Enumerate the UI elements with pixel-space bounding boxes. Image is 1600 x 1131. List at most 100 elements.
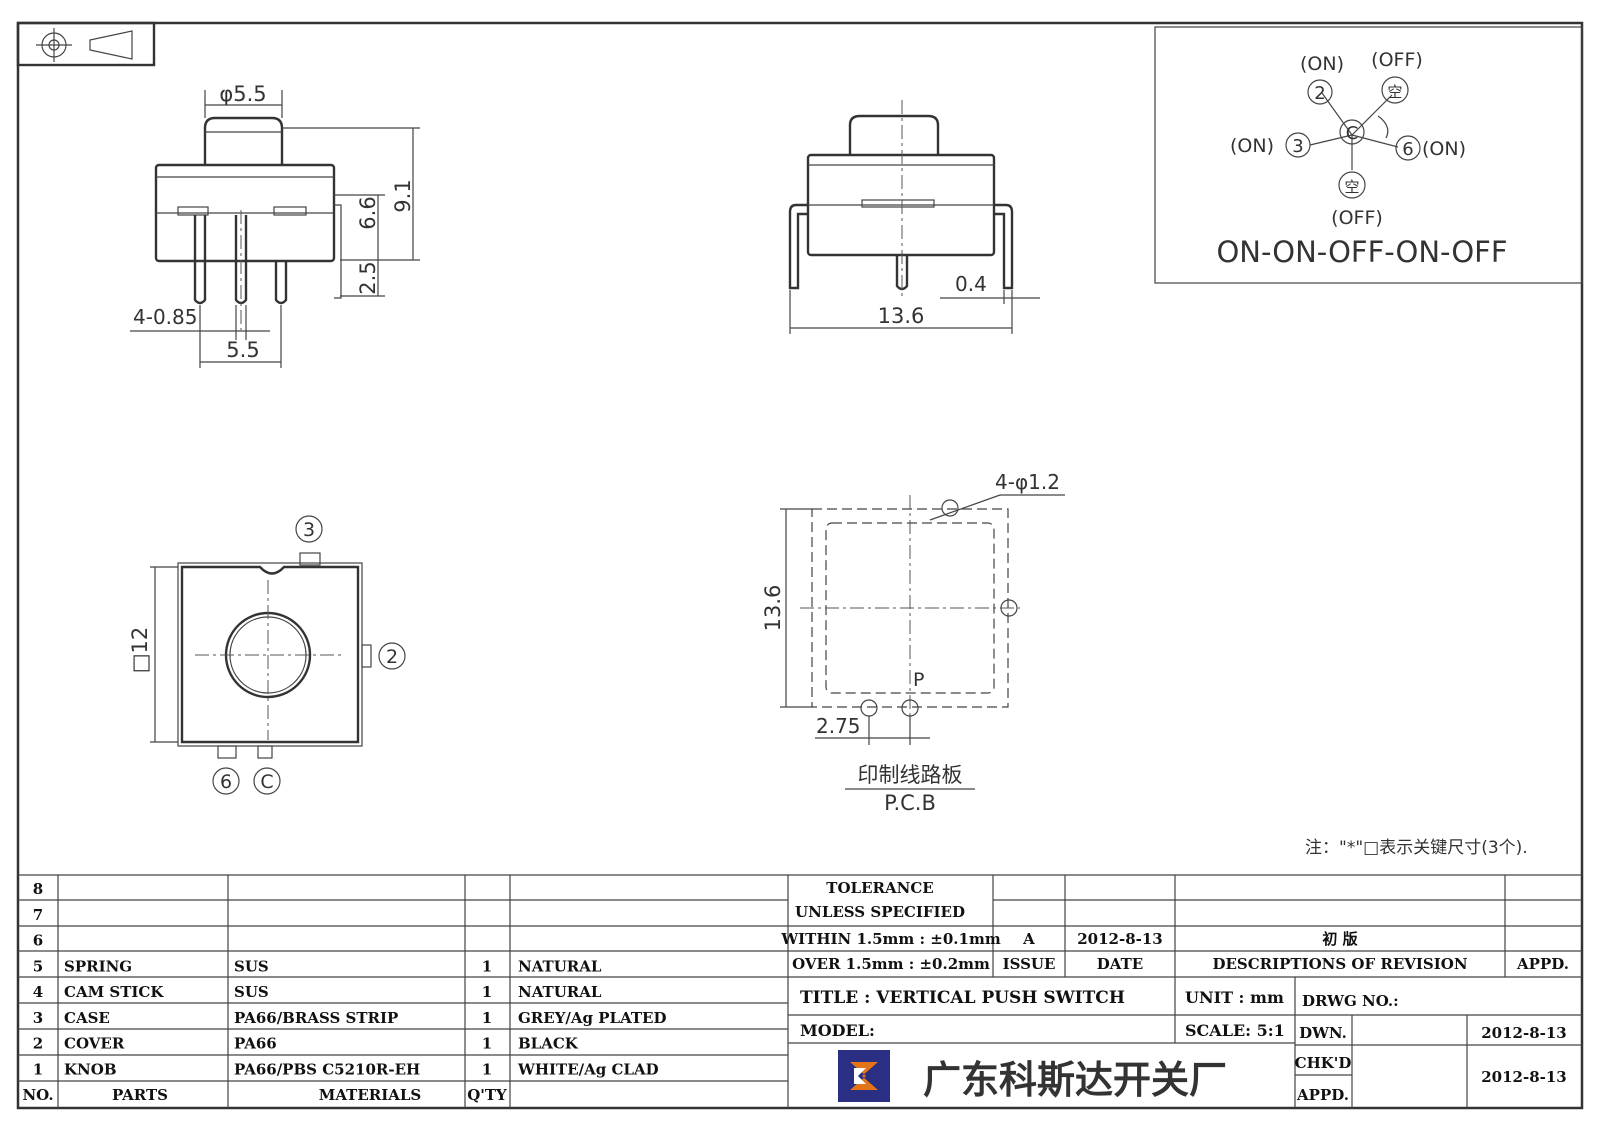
parts-table: [18, 874, 1582, 1108]
top-view: □12 3 2 6 C: [128, 515, 406, 795]
parts-cell-no: 5: [33, 957, 43, 975]
front-view: φ5.5 9.1 6.6 2.5 4-0.85 5.5: [130, 82, 420, 368]
schematic-kong-top: 空: [1387, 83, 1402, 101]
dim-pin-pitch: 5.5: [226, 338, 259, 362]
schematic-common: C: [1346, 123, 1359, 144]
parts-cell-no: 4: [33, 983, 43, 1001]
parts-header: NO. PARTS MATERIALS Q'TY: [22, 1086, 507, 1104]
key-dimension-note: 注："*"□表示关键尺寸(3个).: [1305, 838, 1528, 858]
pcb-label-cn: 印制线路板: [858, 763, 963, 787]
pin-label-c: C: [260, 771, 273, 793]
company-name: 广东科斯达开关厂: [923, 1058, 1227, 1102]
schematic-on-3: (ON): [1230, 135, 1274, 157]
parts-cell-finish: NATURAL: [518, 983, 602, 1001]
pin-label-6: 6: [220, 771, 232, 793]
schematic-n3: 3: [1292, 136, 1303, 157]
parts-cell-material: SUS: [234, 983, 269, 1001]
schematic-kong-bottom: 空: [1344, 178, 1359, 196]
drawing-unit: UNIT : mm: [1185, 988, 1284, 1007]
header-issue: ISSUE: [1003, 955, 1056, 973]
switch-schematic: C 2 空 3 6 空 (ON) (OFF) (ON) (ON) (OFF) O…: [1154, 26, 1583, 284]
side-view: 13.6 0.4: [788, 100, 1040, 334]
dim-pcb-offset: 2.75: [816, 714, 861, 738]
parts-cell-part: KNOB: [64, 1060, 117, 1078]
model-label: MODEL:: [800, 1021, 875, 1040]
parts-cell-qty: 1: [482, 957, 492, 975]
header-date: DATE: [1097, 955, 1143, 973]
parts-cell-part: CAM STICK: [64, 983, 164, 1001]
header-materials: MATERIALS: [319, 1086, 422, 1104]
tolerance-revision-block: TOLERANCE UNLESS SPECIFIED WITHIN 1.5mm …: [780, 875, 1582, 978]
parts-cell-qty: 1: [482, 1009, 492, 1027]
parts-cell-part: COVER: [64, 1035, 125, 1053]
dim-square: □12: [128, 627, 152, 674]
pcb-pin-p: P: [913, 669, 924, 691]
parts-cell-material: PA66/BRASS STRIP: [234, 1009, 398, 1027]
parts-cell-finish: WHITE/Ag CLAD: [517, 1060, 659, 1078]
parts-cell-no: 8: [33, 880, 43, 898]
parts-cell-finish: NATURAL: [518, 957, 602, 975]
dim-holes: 4-φ1.2: [995, 470, 1060, 494]
pin-label-2: 2: [386, 646, 398, 668]
dim-height-total: 9.1: [391, 179, 415, 212]
dim-height-body: 6.6: [356, 196, 380, 229]
drawn-label: DWN.: [1299, 1024, 1347, 1042]
parts-cell-material: PA66: [234, 1035, 277, 1053]
revision-issue: A: [1022, 930, 1035, 948]
schematic-on-6: (ON): [1422, 138, 1466, 160]
parts-cell-no: 2: [33, 1035, 43, 1053]
dim-pin-size: 4-0.85: [133, 305, 197, 329]
parts-cell-qty: 1: [482, 1060, 492, 1078]
sheet-border: [16, 21, 1584, 1110]
tolerance-title: TOLERANCE: [826, 879, 933, 897]
schematic-n6: 6: [1402, 139, 1413, 160]
parts-cell-part: SPRING: [64, 957, 132, 975]
parts-cell-finish: BLACK: [518, 1035, 579, 1053]
parts-cell-no: 7: [33, 906, 43, 924]
revision-date: 2012-8-13: [1077, 930, 1163, 948]
parts-cell-no: 3: [33, 1009, 43, 1027]
dim-pin-length: 2.5: [356, 261, 380, 294]
parts-cell-qty: 1: [482, 983, 492, 1001]
pin-label-3: 3: [303, 519, 315, 541]
approved-label: APPD.: [1296, 1086, 1349, 1104]
parts-cell-no: 1: [33, 1060, 43, 1078]
schematic-on-2: (ON): [1300, 53, 1344, 75]
header-parts: PARTS: [112, 1086, 168, 1104]
dim-pin-thickness: 0.4: [955, 272, 987, 296]
checked-date: 2012-8-13: [1481, 1068, 1567, 1086]
parts-cell-no: 6: [33, 932, 43, 950]
parts-cell-material: PA66/PBS C5210R-EH: [234, 1060, 420, 1078]
drawn-date: 2012-8-13: [1481, 1024, 1567, 1042]
schematic-n2: 2: [1314, 83, 1325, 104]
schematic-off-bottom: (OFF): [1331, 207, 1383, 229]
parts-cell-qty: 1: [482, 1035, 492, 1053]
tolerance-over: OVER 1.5mm : ±0.2mm: [792, 955, 990, 973]
projection-symbol: [16, 21, 156, 67]
header-descriptions: DESCRIPTIONS OF REVISION: [1212, 955, 1467, 973]
tolerance-subtitle: UNLESS SPECIFIED: [795, 903, 965, 921]
header-appd: APPD.: [1516, 955, 1569, 973]
schematic-off-top: (OFF): [1371, 49, 1423, 71]
dim-knob-dia: φ5.5: [219, 82, 266, 106]
switch-sequence: ON-ON-OFF-ON-OFF: [1216, 235, 1507, 269]
drawing-number-label: DRWG NO.:: [1302, 992, 1399, 1010]
tolerance-within: WITHIN 1.5mm : ±0.1mm: [780, 930, 1001, 948]
header-qty: Q'TY: [467, 1086, 507, 1104]
revision-description: 初 版: [1322, 930, 1357, 948]
checked-label: CHK'D: [1295, 1054, 1352, 1072]
pcb-layout: 4-φ1.2 P 13.6 2.75 印制线路板 P.C.B: [761, 470, 1065, 815]
parts-cell-material: SUS: [234, 957, 269, 975]
dim-width: 13.6: [878, 304, 925, 328]
pcb-label-en: P.C.B: [884, 791, 936, 815]
parts-cell-part: CASE: [64, 1009, 110, 1027]
dim-pcb-height: 13.6: [761, 585, 785, 632]
drawing-scale: SCALE: 5:1: [1185, 1021, 1285, 1040]
company-logo: [838, 1050, 890, 1102]
header-no: NO.: [22, 1086, 53, 1104]
parts-cell-finish: GREY/Ag PLATED: [518, 1009, 667, 1027]
drawing-title: TITLE : VERTICAL PUSH SWITCH: [800, 988, 1125, 1008]
title-block: TITLE : VERTICAL PUSH SWITCH UNIT : mm D…: [788, 977, 1582, 1108]
